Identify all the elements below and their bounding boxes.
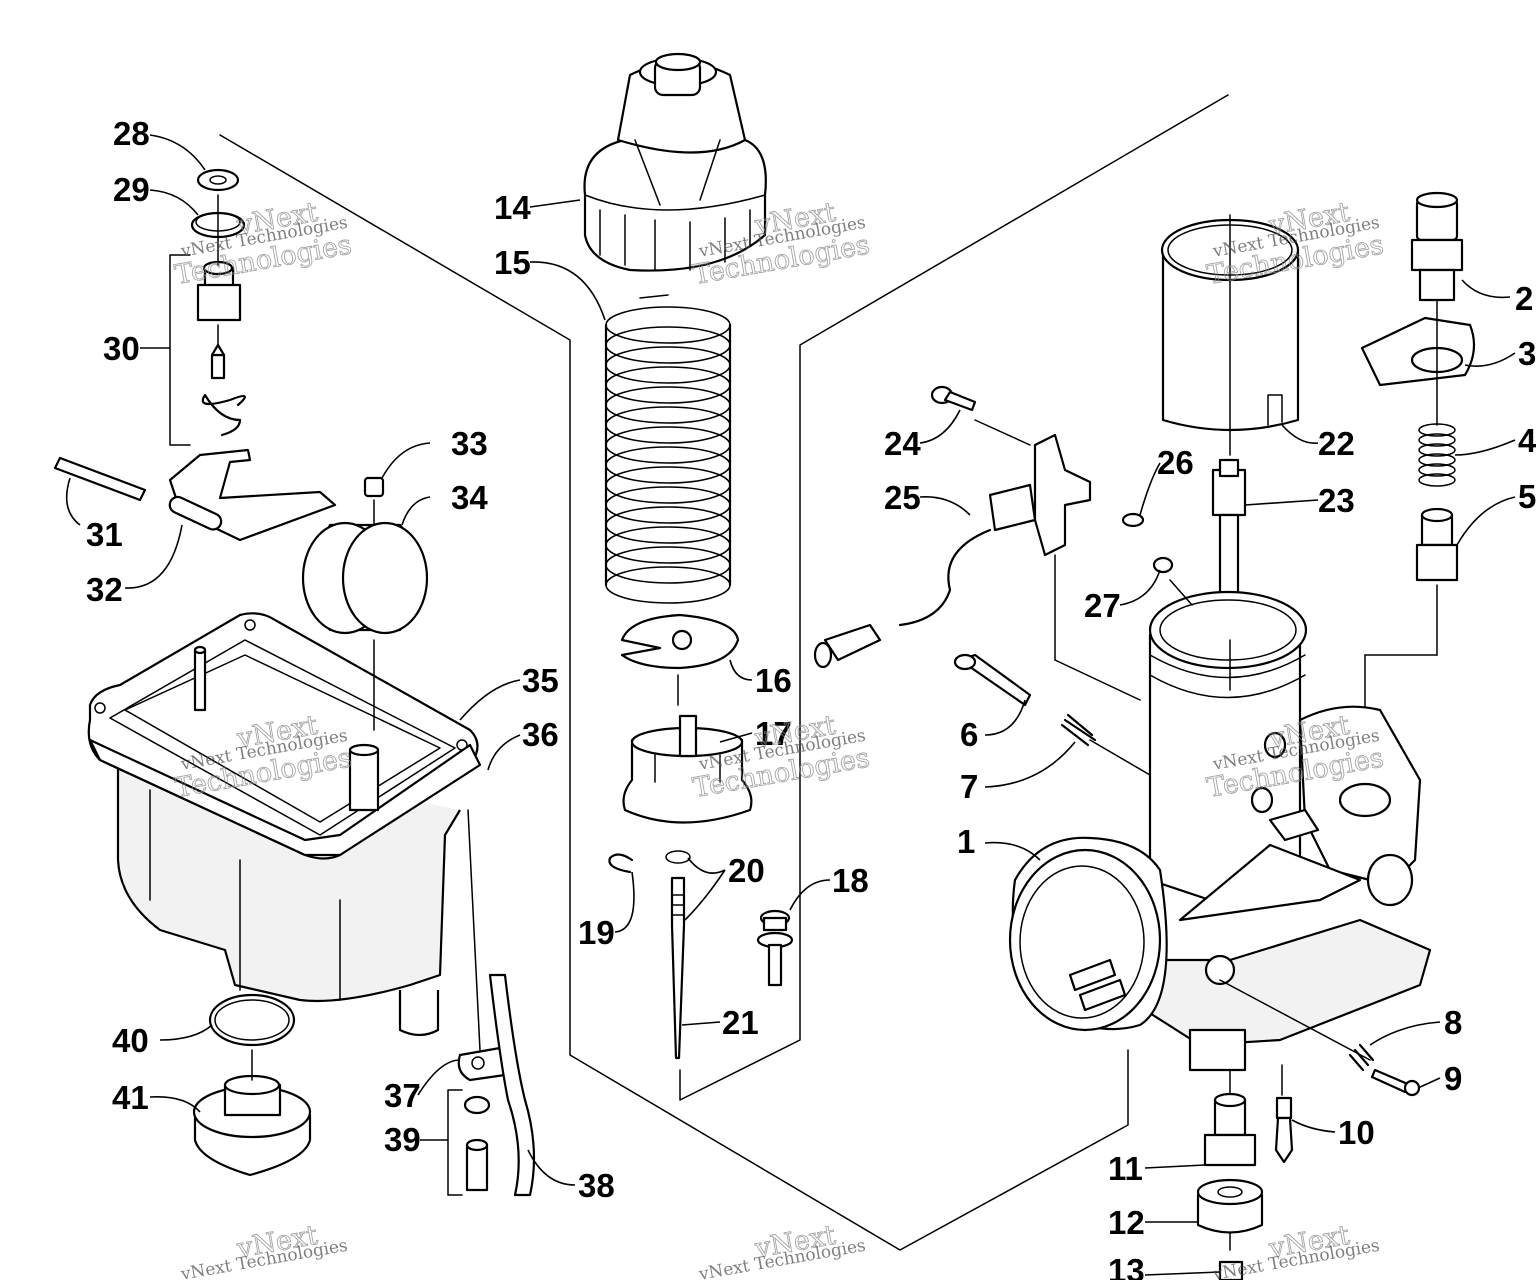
screw-26-part (1121, 512, 1145, 528)
callout-36: 36 (522, 716, 559, 753)
float-34-part (301, 521, 429, 731)
callout-40: 40 (112, 1022, 149, 1059)
washer-28-part (196, 168, 240, 192)
needle-valve-30-part (169, 254, 246, 446)
screw-39-part (447, 1089, 491, 1196)
callout-21: 21 (722, 1004, 759, 1041)
drain-plug-41-part (192, 1074, 312, 1177)
callout-30: 30 (103, 330, 140, 367)
float-bowl-part (87, 612, 482, 1037)
bracket-37-part (457, 1046, 507, 1082)
callout-15: 15 (494, 244, 531, 281)
callout-26: 26 (1157, 444, 1194, 481)
e-clip-part (608, 853, 634, 874)
callout-32: 32 (86, 571, 123, 608)
callout-17: 17 (755, 715, 792, 752)
callout-14: 14 (494, 189, 531, 226)
spring-4-part (1418, 423, 1456, 487)
needle-retainer-part (622, 714, 753, 824)
main-jet-11-part (1203, 1092, 1257, 1167)
watermark-4: vNext vNext Technologies Technologies (172, 709, 354, 804)
spring-8-part (1348, 1043, 1375, 1072)
callout-6: 6 (960, 716, 978, 753)
callout-labels: 1 2 3 4 5 6 7 8 9 10 11 12 13 14 15 16 1… (86, 115, 1536, 1280)
callout-38: 38 (578, 1167, 615, 1204)
nut-12-part (1196, 1178, 1264, 1234)
throttle-sensor-25-part (813, 433, 1092, 669)
slide-spring-part (604, 294, 732, 604)
jet-10-part (1274, 1096, 1294, 1164)
callout-22: 22 (1318, 425, 1355, 462)
callout-20: 20 (728, 852, 765, 889)
callout-5: 5 (1518, 478, 1536, 515)
assembly-lines (217, 194, 1438, 1251)
screw-9-part (1370, 1068, 1421, 1097)
needle-washer-part (665, 850, 691, 864)
callout-11: 11 (1108, 1150, 1143, 1187)
callout-39: 39 (384, 1121, 421, 1158)
top-cap-part (583, 52, 767, 272)
callout-9: 9 (1444, 1060, 1462, 1097)
screw-18-part (756, 909, 794, 987)
callout-28: 28 (113, 115, 150, 152)
callout-12: 12 (1108, 1204, 1145, 1241)
callout-16: 16 (755, 662, 792, 699)
fitting-2-part (1410, 191, 1464, 302)
float-needle-33-part (363, 476, 385, 498)
spring-seat-plate-part (620, 613, 740, 670)
carburetor-body-part (1008, 590, 1432, 1096)
callout-8: 8 (1444, 1004, 1462, 1041)
callout-29: 29 (113, 171, 150, 208)
callout-13: 13 (1108, 1252, 1145, 1280)
callout-19: 19 (578, 914, 615, 951)
callout-1: 1 (957, 823, 975, 860)
spring-7-part (1060, 713, 1097, 747)
callout-3: 3 (1518, 335, 1536, 372)
part-13 (1218, 1260, 1244, 1280)
group-outline-slide (679, 94, 1229, 1101)
jet-needle-part (670, 876, 686, 1060)
callout-33: 33 (451, 425, 488, 462)
callout-34: 34 (451, 479, 488, 516)
screw-6-part (953, 653, 1032, 707)
callout-2: 2 (1515, 280, 1533, 317)
o-ring-40-part (208, 993, 296, 1047)
leader-lines (65, 134, 1516, 1276)
watermark-1: vNext vNext Technologies Technologies (172, 196, 354, 291)
gasket-3-part (1360, 316, 1476, 387)
callout-10: 10 (1338, 1114, 1375, 1151)
callout-18: 18 (832, 862, 869, 899)
callout-25: 25 (884, 479, 921, 516)
float-pin-31-part (53, 456, 147, 502)
watermark-5: vNext vNext Technologies Technologies (690, 709, 872, 804)
group-outline-float-bowl (219, 134, 1129, 1251)
callout-37: 37 (384, 1077, 421, 1114)
watermark-7: vNext vNext Technologies (178, 1219, 349, 1280)
callout-7: 7 (960, 768, 978, 805)
screw-24-part (930, 385, 977, 412)
callout-41: 41 (112, 1079, 149, 1116)
callout-31: 31 (86, 516, 123, 553)
washer-27-part (1152, 556, 1174, 574)
float-arm-32-part (168, 448, 337, 542)
callout-35: 35 (522, 662, 559, 699)
callout-27: 27 (1084, 587, 1121, 624)
watermark-8: vNext vNext Technologies (696, 1219, 867, 1280)
hose-38-part (488, 973, 536, 1197)
callout-24: 24 (884, 425, 921, 462)
callout-4: 4 (1518, 422, 1536, 459)
callout-23: 23 (1318, 482, 1355, 519)
watermark-3: vNext vNext Technologies Technologies (1204, 196, 1386, 291)
